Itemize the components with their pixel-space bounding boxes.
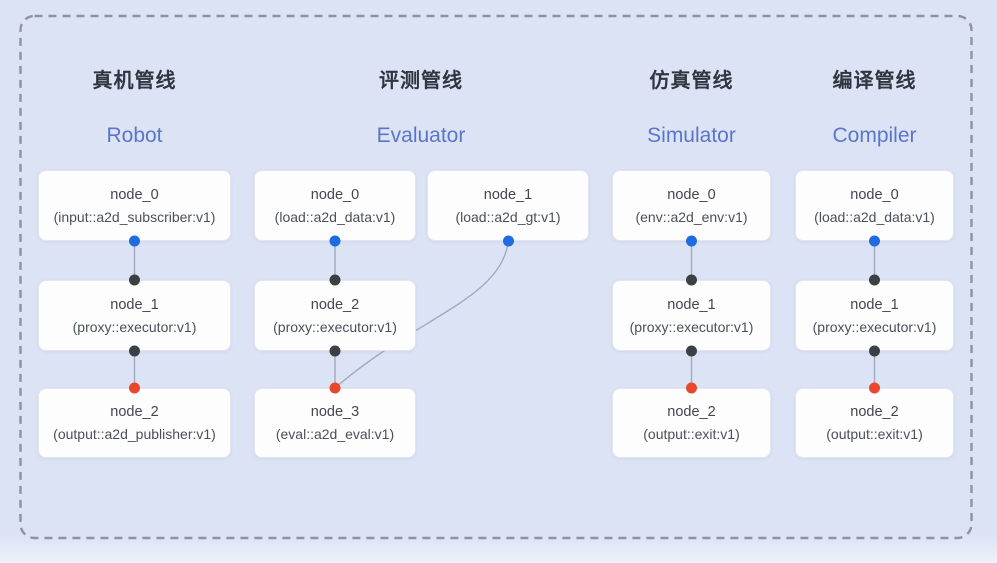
pipeline-title-zh-simulator: 仿真管线 (649, 70, 734, 92)
node-name: node_1 (667, 296, 716, 313)
port-dot-blue[interactable] (129, 235, 140, 247)
pipeline-title-zh-robot: 真机管线 (92, 70, 177, 92)
node-name: node_2 (850, 404, 899, 420)
port-dot-dark[interactable] (869, 345, 880, 357)
node-card-simulator-node1[interactable]: node_1 (proxy::executor:v1) (612, 280, 771, 351)
node-card-evaluator-node1[interactable]: node_1 (load::a2d_gt:v1) (427, 170, 589, 241)
port-dot-dark[interactable] (686, 274, 697, 286)
node-type: (output::exit:v1) (826, 426, 923, 442)
port-dot-dark[interactable] (329, 274, 341, 286)
node-name: node_2 (110, 404, 159, 420)
node-type: (proxy::executor:v1) (273, 318, 397, 335)
node-type: (load::a2d_data:v1) (814, 208, 935, 225)
node-card-robot-node2[interactable]: node_2 (output::a2d_publisher:v1) (38, 388, 231, 458)
node-type: (load::a2d_data:v1) (274, 208, 396, 225)
node-type: (eval::a2d_eval:v1) (275, 426, 395, 442)
node-type: (load::a2d_gt:v1) (455, 208, 561, 225)
node-card-simulator-node2[interactable]: node_2 (output::exit:v1) (612, 388, 771, 458)
port-dot-dark[interactable] (686, 345, 697, 357)
node-name: node_2 (310, 296, 360, 313)
node-card-compiler-node2[interactable]: node_2 (output::exit:v1) (795, 388, 954, 458)
dashed-frame (19, 14, 973, 540)
port-dot-red[interactable] (686, 382, 697, 394)
node-card-simulator-node0[interactable]: node_0 (env::a2d_env:v1) (612, 170, 771, 241)
node-card-compiler-node0[interactable]: node_0 (load::a2d_data:v1) (795, 170, 954, 241)
port-dot-dark[interactable] (329, 345, 341, 357)
port-dot-blue[interactable] (329, 235, 341, 247)
node-name: node_0 (310, 186, 360, 203)
node-card-evaluator-node0[interactable]: node_0 (load::a2d_data:v1) (254, 170, 416, 241)
node-name: node_3 (310, 404, 360, 420)
node-name: node_1 (483, 186, 533, 203)
node-name: node_0 (850, 186, 899, 203)
node-name: node_1 (850, 296, 899, 313)
node-name: node_0 (110, 186, 159, 203)
pipeline-title-zh-evaluator: 评测管线 (379, 70, 463, 92)
port-dot-dark[interactable] (129, 274, 140, 286)
node-card-robot-node1[interactable]: node_1 (proxy::executor:v1) (38, 280, 231, 351)
pipeline-title-zh-compiler: 编译管线 (832, 70, 917, 92)
port-dot-blue[interactable] (686, 235, 697, 247)
connector-curve-gt-to-eval (334, 240, 510, 389)
node-type: (output::a2d_publisher:v1) (53, 426, 216, 442)
port-dot-red[interactable] (329, 382, 341, 394)
node-type: (output::exit:v1) (643, 426, 740, 442)
node-type: (input::a2d_subscriber:v1) (53, 208, 216, 225)
port-dot-blue[interactable] (869, 235, 880, 247)
port-dot-red[interactable] (869, 382, 880, 394)
node-name: node_2 (667, 404, 716, 420)
node-name: node_1 (110, 296, 159, 313)
node-name: node_0 (667, 186, 716, 203)
port-dot-blue[interactable] (503, 235, 514, 247)
pipeline-title-en-simulator: Simulator (647, 124, 736, 147)
pipeline-title-en-evaluator: Evaluator (376, 124, 466, 147)
node-type: (proxy::executor:v1) (812, 318, 937, 335)
port-dot-red[interactable] (129, 382, 140, 394)
node-type: (proxy::executor:v1) (72, 318, 197, 335)
node-card-robot-node0[interactable]: node_0 (input::a2d_subscriber:v1) (38, 170, 231, 241)
node-type: (proxy::executor:v1) (629, 318, 754, 335)
pipeline-title-en-compiler: Compiler (832, 124, 917, 147)
port-dot-dark[interactable] (869, 274, 880, 286)
port-dot-dark[interactable] (129, 345, 140, 357)
node-type: (env::a2d_env:v1) (635, 208, 748, 225)
pipeline-title-en-robot: Robot (106, 124, 163, 147)
